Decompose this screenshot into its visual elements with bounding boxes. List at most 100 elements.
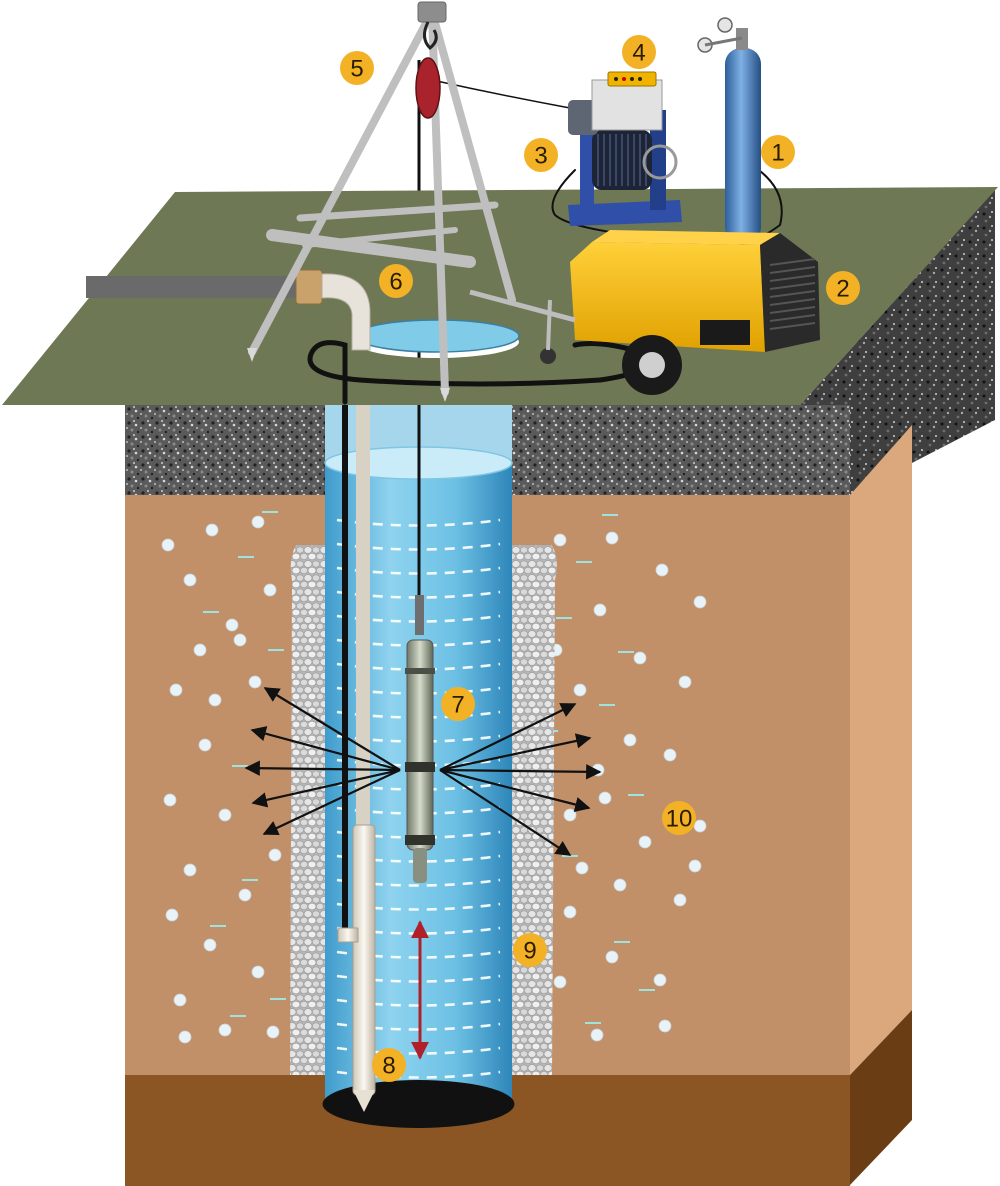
tripod-brace-2 [296,201,499,222]
aquifer-bubble [575,861,589,875]
gas-cylinder-body [725,48,761,243]
arrow-left-4 [251,768,401,808]
aquifer-bubble [573,683,587,697]
tripod-brace-3 [302,227,458,248]
aquifer-bubble [693,595,707,609]
aquifer-bubble [183,573,197,587]
cable-winch [568,100,682,226]
badge-tripod: 5 [340,51,374,85]
compressor-louver [769,290,816,298]
discharge-coupling [295,269,323,305]
aquifer-bubble [553,533,567,547]
arrow-right-4 [439,768,591,813]
badge-label: 1 [771,140,784,167]
aquifer-bubble [251,515,265,529]
aquifer-bubble [678,675,692,689]
compressor-hub [639,352,665,378]
arrow-left-2 [250,726,401,772]
aquifer-bubble [598,791,612,805]
pulse-tool-ring-mid [405,762,435,772]
compressor-louver [769,282,816,290]
aquifer-bubble [563,808,577,822]
compressor-louver [769,322,816,330]
riser-pipe [356,405,370,825]
regulator-arm [704,36,743,47]
gravel-pack-right [512,545,557,1075]
compressor-louver [769,314,816,322]
pulley-hook [423,21,438,51]
tool-cable-head [415,595,424,635]
aquifer-bubble [205,523,219,537]
aquifer-bubble [623,733,637,747]
tripod-leg-left [248,8,436,356]
aquifer-bubble [591,763,605,777]
control-button-4 [638,77,642,81]
aquifer-bubble [173,993,187,1007]
badge-circle [524,138,558,172]
aquifer-bubble [663,748,677,762]
badge-circle [622,35,656,69]
badge-air-compressor: 2 [826,271,860,305]
aquifer-bubble [203,938,217,952]
aquifer-bubble [590,1028,604,1042]
badge-cable-winch: 3 [524,138,558,172]
badge-label: 4 [632,40,645,67]
control-button-2 [622,77,626,81]
badge-label: 10 [666,806,693,833]
badge-circle [379,264,413,298]
badge-circle [513,933,547,967]
compressor-grille [760,233,820,352]
discharge-pipe [86,269,371,351]
aquifer-bubble [638,835,652,849]
badge-aquifer: 10 [662,801,696,835]
aquifer-bubble [169,683,183,697]
badge-circle [662,801,696,835]
aquifer-bubble [268,848,282,862]
control-button-1 [614,77,618,81]
arrow-right-1 [439,703,577,771]
arrow-right-5 [439,769,572,856]
badge-label: 8 [382,1053,395,1080]
winch-wheel [642,144,678,180]
control-button-3 [630,77,634,81]
compressor-top [592,230,780,245]
compressor-control-panel [700,320,750,345]
winch-motor [568,100,598,135]
aquifer-bubble [653,973,667,987]
ground-side-soil [850,425,912,1075]
aquifer-bubble [263,583,277,597]
winch-frame-right [650,110,666,210]
aquifer-bubble [553,975,567,989]
ground-side-gravel [800,190,995,495]
aquifer-bubble [605,950,619,964]
badge-well-head: 6 [379,264,413,298]
winch-coils [597,134,647,186]
aquifer-bubble [208,693,222,707]
pulley [415,21,441,119]
control-cable [431,79,571,109]
aquifer-bubble [161,538,175,552]
badge-compressed-gas-cylinder: 1 [761,135,795,169]
aquifer-bubble [688,859,702,873]
aquifer-bubble [658,1019,672,1033]
discharge-elbow [321,273,371,351]
pressure-gauge-1 [717,17,733,33]
badge-label: 5 [350,56,363,83]
pump-tee [337,927,359,943]
aquifer-bubble [613,878,627,892]
compressor-drawbar [469,289,576,323]
well-bottom-hole [322,1080,515,1128]
aquifer-bubble [593,603,607,617]
pressure-wave-arrows [244,687,602,856]
discharge-pipe-horizontal [86,276,308,298]
tripod-foot-left [247,348,257,362]
pump-tip [353,1090,375,1112]
tripod-foot-front [440,388,450,402]
compressor-louvers [769,258,816,330]
compressor-louver [769,274,816,282]
tripod-leg-right [428,8,516,304]
air-compressor [469,230,820,395]
aquifer-bubble [248,675,262,689]
compressor-louver [769,306,816,314]
